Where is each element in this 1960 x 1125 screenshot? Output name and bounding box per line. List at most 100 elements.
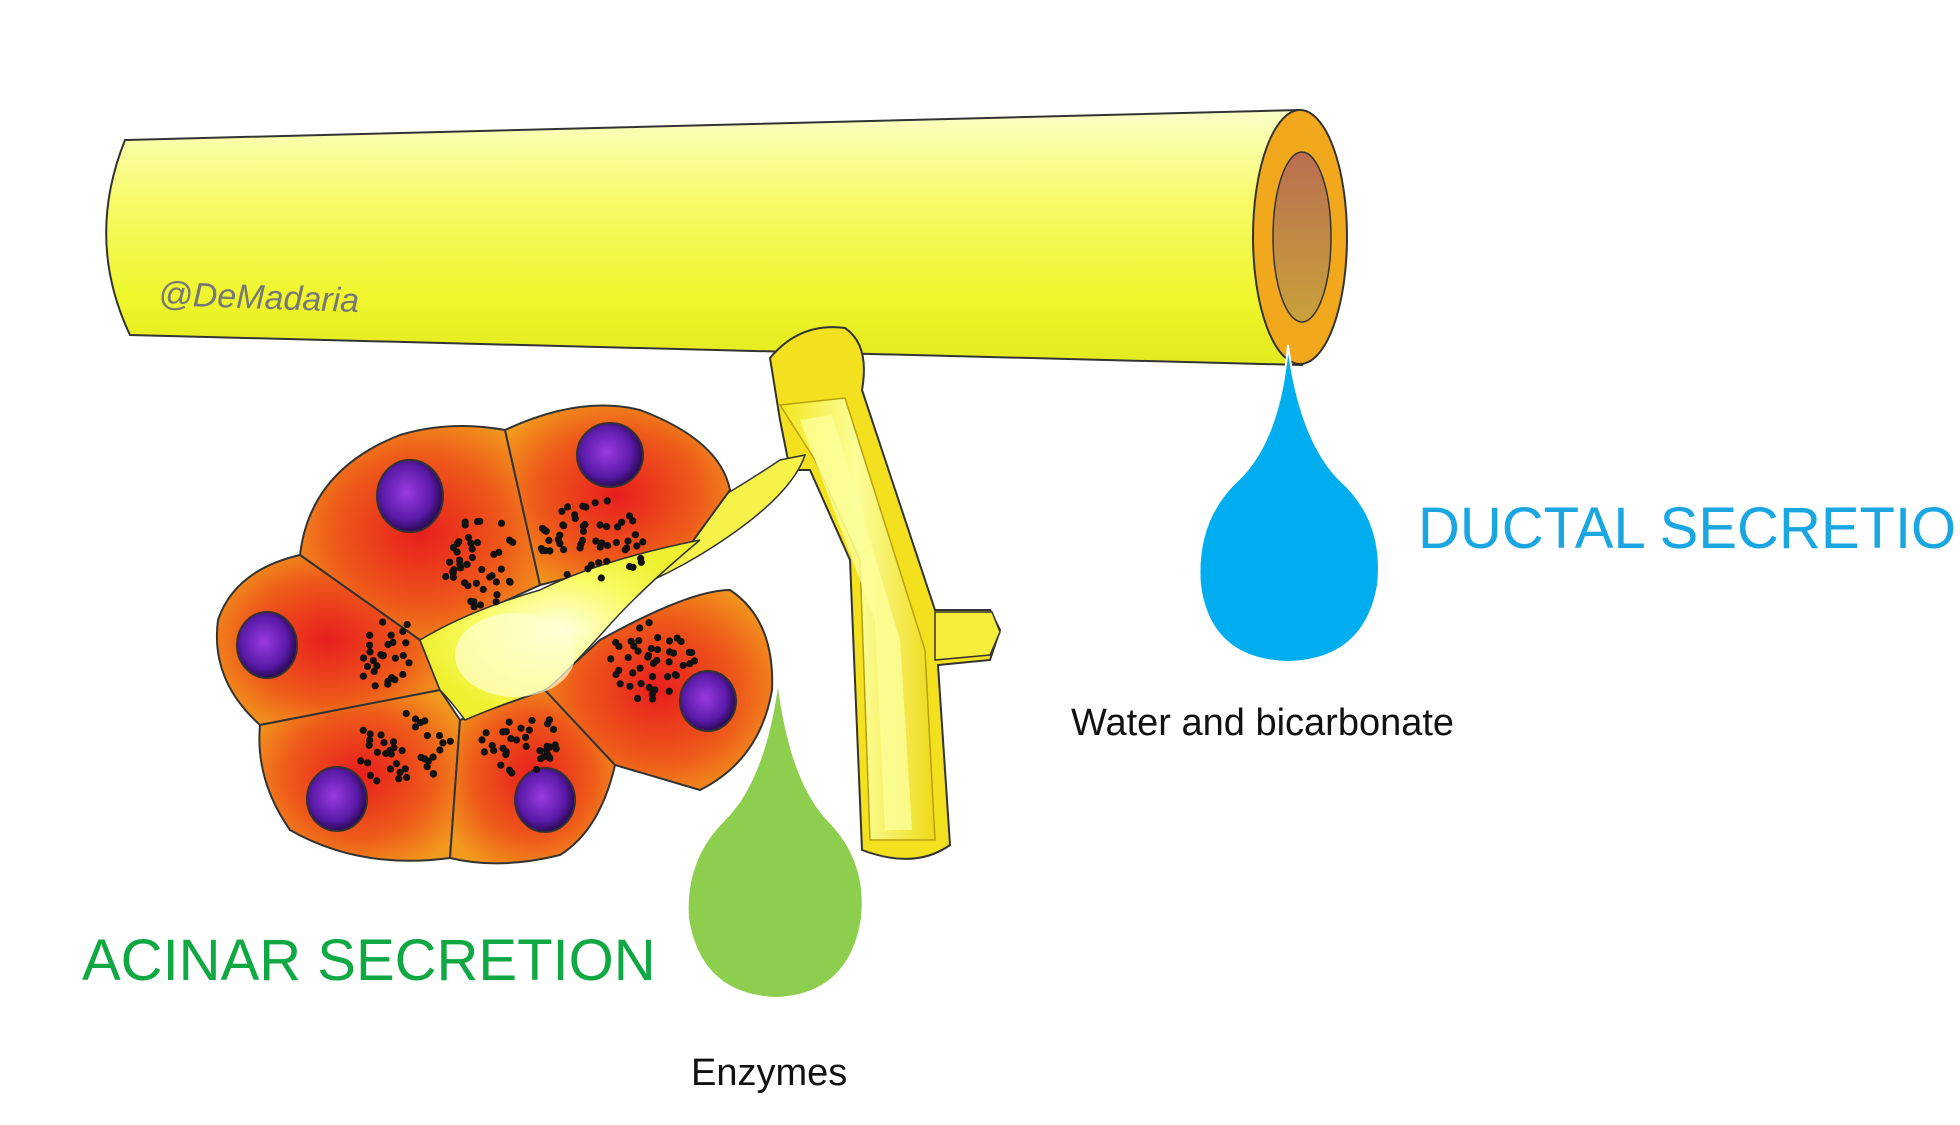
zymogen-granule bbox=[532, 765, 541, 774]
zymogen-granule bbox=[653, 646, 662, 654]
zymogen-granule bbox=[626, 682, 634, 690]
zymogen-granule bbox=[522, 742, 530, 751]
zymogen-granule bbox=[521, 733, 530, 741]
zymogen-granule bbox=[493, 591, 501, 599]
zymogen-granule bbox=[537, 545, 546, 553]
zymogen-granule bbox=[370, 667, 378, 676]
zymogen-granule bbox=[559, 521, 567, 529]
zymogen-granule bbox=[495, 548, 503, 557]
zymogen-granule bbox=[429, 770, 438, 778]
zymogen-granule bbox=[665, 658, 673, 666]
zymogen-granule bbox=[423, 763, 431, 771]
zymogen-granule bbox=[456, 560, 464, 568]
zymogen-granule bbox=[552, 745, 560, 753]
zymogen-granule bbox=[645, 683, 653, 692]
zymogen-granule bbox=[587, 561, 595, 569]
zymogen-granule bbox=[525, 726, 534, 734]
zymogen-granule bbox=[624, 654, 632, 662]
zymogen-granule bbox=[603, 523, 611, 531]
zymogen-granule bbox=[359, 672, 367, 680]
enzyme-drop-icon bbox=[686, 679, 864, 1000]
zymogen-granule bbox=[497, 565, 505, 573]
zymogen-granule bbox=[386, 765, 395, 773]
acinus bbox=[215, 404, 774, 865]
zymogen-granule bbox=[545, 753, 553, 761]
zymogen-granule bbox=[603, 497, 611, 505]
zymogen-granule bbox=[592, 537, 600, 545]
zymogen-granule bbox=[629, 563, 637, 571]
zymogen-granule bbox=[371, 682, 379, 690]
zymogen-granule bbox=[403, 773, 411, 782]
zymogen-granule bbox=[579, 527, 588, 535]
zymogen-granule bbox=[554, 536, 563, 544]
zymogen-granule bbox=[377, 731, 385, 739]
zymogen-granule bbox=[688, 648, 696, 657]
water-drop-icon bbox=[1198, 344, 1380, 664]
zymogen-granule bbox=[366, 771, 375, 780]
zymogen-granule bbox=[366, 736, 374, 744]
zymogen-granule bbox=[673, 634, 681, 642]
zymogen-granule bbox=[679, 661, 687, 670]
zymogen-granule bbox=[636, 664, 644, 672]
nucleus-icon bbox=[679, 670, 737, 732]
zymogen-granule bbox=[387, 631, 395, 639]
nucleus-icon bbox=[514, 767, 576, 833]
zymogen-granule bbox=[536, 747, 544, 755]
ductal-secretion-title: DUCTAL SECRETION bbox=[1418, 496, 1960, 561]
acinar-product-label: Enzymes bbox=[691, 1052, 848, 1094]
zymogen-granule bbox=[631, 531, 640, 539]
zymogen-granule bbox=[366, 730, 374, 738]
zymogen-granule bbox=[647, 644, 655, 653]
zymogen-granule bbox=[517, 724, 525, 732]
zymogen-granule bbox=[665, 687, 673, 695]
zymogen-granule bbox=[669, 649, 678, 657]
zymogen-granule bbox=[648, 673, 657, 681]
zymogen-granule bbox=[478, 566, 486, 574]
zymogen-granule bbox=[373, 748, 381, 756]
zymogen-granule bbox=[442, 572, 450, 581]
nucleus-icon bbox=[376, 459, 444, 533]
zymogen-granule bbox=[490, 746, 498, 755]
zymogen-granule bbox=[492, 578, 500, 586]
zymogen-granule bbox=[571, 514, 579, 523]
zymogen-granule bbox=[395, 775, 403, 783]
zymogen-granule bbox=[435, 732, 444, 740]
zymogen-granule bbox=[651, 686, 659, 694]
zymogen-granule bbox=[560, 546, 568, 554]
zymogen-granule bbox=[502, 751, 510, 759]
zymogen-granule bbox=[359, 654, 368, 662]
zymogen-granule bbox=[476, 601, 485, 609]
zymogen-granule bbox=[416, 719, 424, 727]
zymogen-granule bbox=[464, 534, 473, 542]
zymogen-granule bbox=[386, 747, 394, 755]
zymogen-granule bbox=[369, 657, 377, 665]
zymogen-granule bbox=[581, 520, 589, 529]
zymogen-granule bbox=[365, 741, 373, 749]
zymogen-granule bbox=[464, 582, 472, 590]
zymogen-granule bbox=[499, 728, 507, 736]
zymogen-granule bbox=[665, 637, 674, 645]
zymogen-granule bbox=[635, 637, 643, 645]
zymogen-granule bbox=[629, 669, 637, 677]
zymogen-granule bbox=[473, 539, 481, 547]
zymogen-granule bbox=[384, 677, 392, 686]
acinar-secretion-title: ACINAR SECRETION bbox=[82, 928, 656, 993]
zymogen-granule bbox=[616, 680, 624, 688]
zymogen-granule bbox=[624, 537, 632, 545]
zymogen-granule bbox=[379, 618, 387, 626]
zymogen-granule bbox=[392, 760, 400, 768]
zymogen-granule bbox=[597, 574, 605, 582]
zymogen-granule bbox=[618, 518, 626, 526]
zymogen-granule bbox=[528, 716, 536, 725]
zymogen-granule bbox=[507, 735, 515, 743]
zymogen-granule bbox=[401, 765, 409, 773]
zymogen-granule bbox=[625, 512, 634, 520]
zymogen-granule bbox=[564, 503, 572, 511]
acinar-drop bbox=[686, 679, 864, 1000]
zymogen-granule bbox=[470, 603, 478, 611]
main-duct: @DeMadaria bbox=[105, 108, 1348, 367]
zymogen-granule bbox=[468, 545, 476, 553]
zymogen-granule bbox=[467, 539, 475, 547]
zymogen-granule bbox=[486, 573, 494, 581]
zymogen-granule bbox=[497, 761, 505, 769]
